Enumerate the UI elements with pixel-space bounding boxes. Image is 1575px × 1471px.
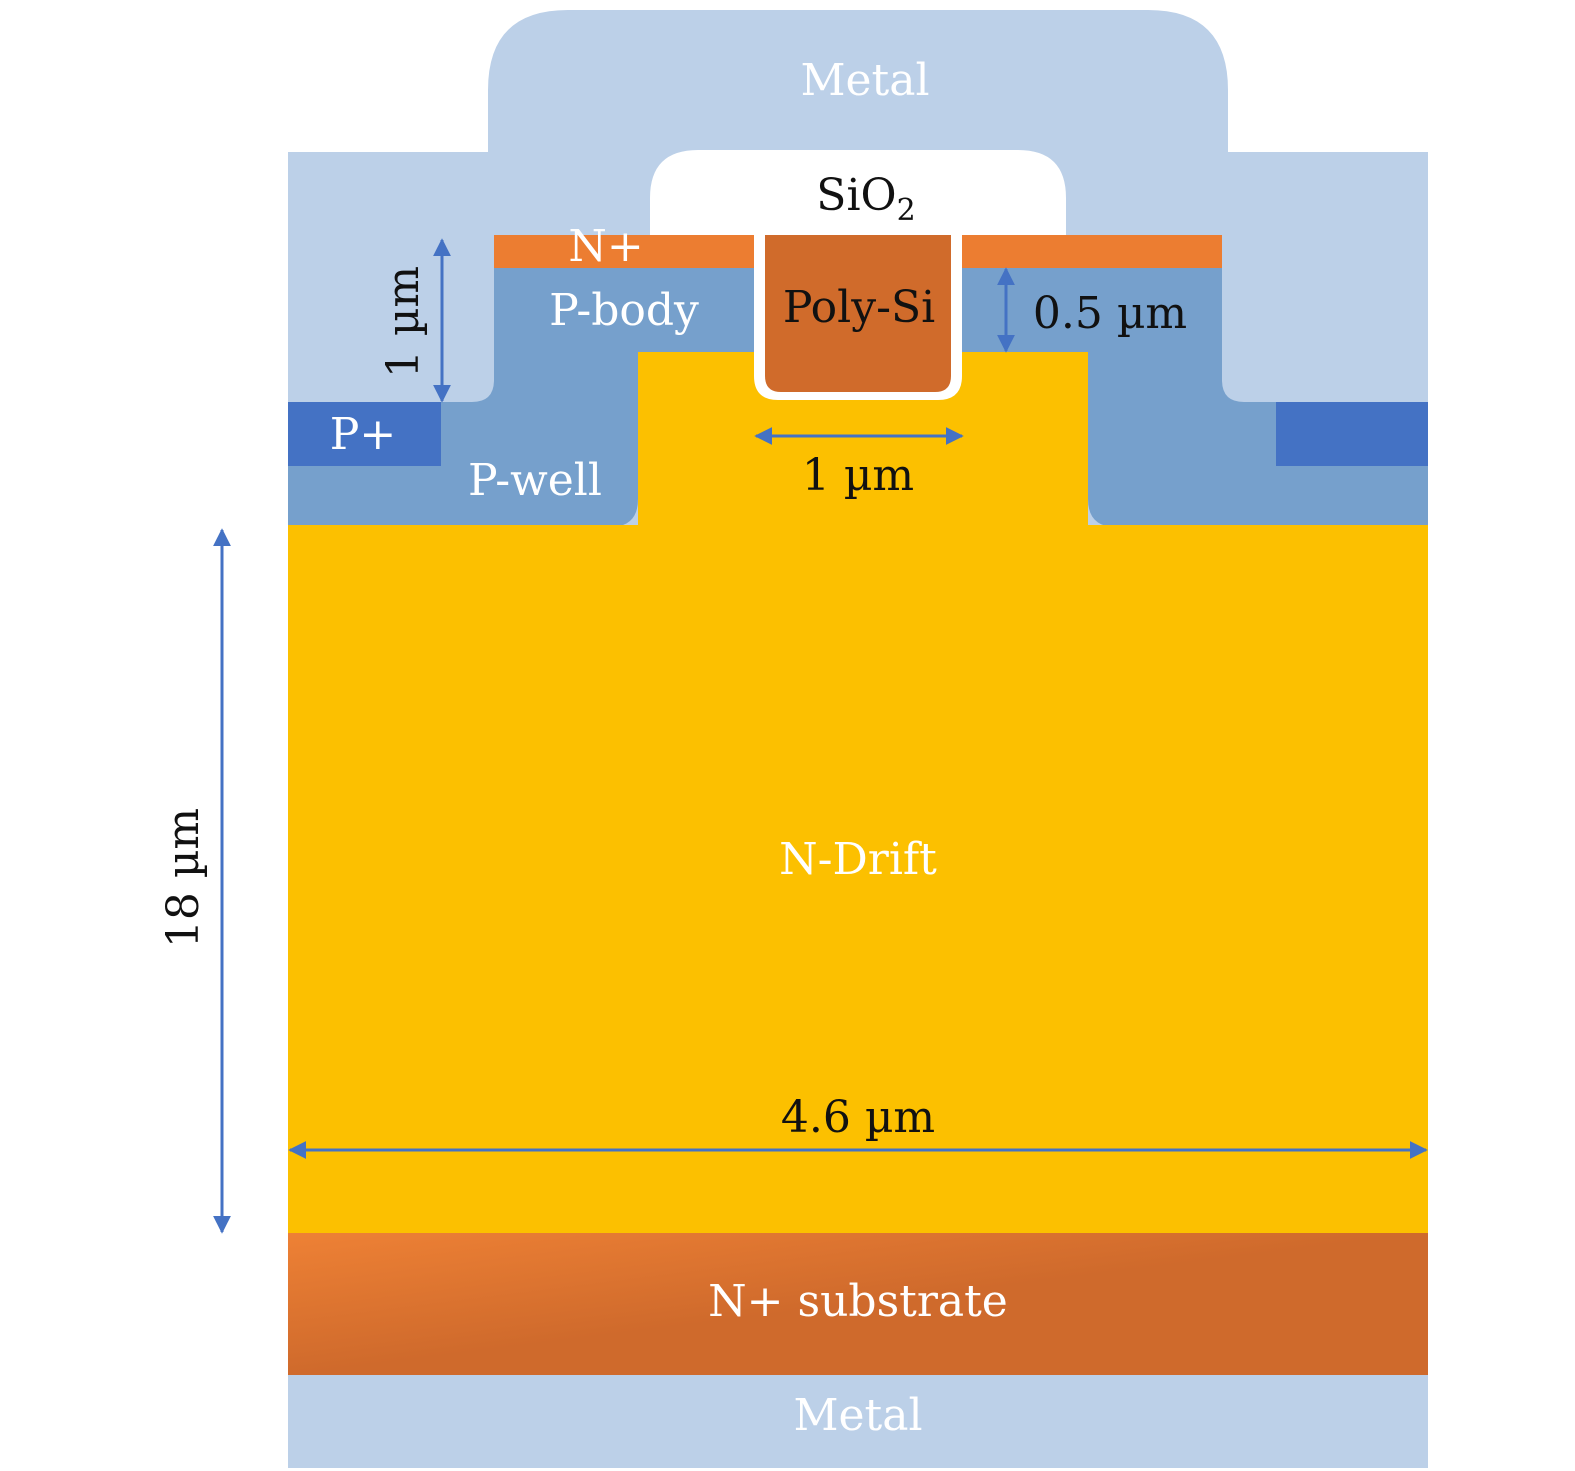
label-poly-si: Poly-Si: [783, 282, 935, 333]
label-n-plus-substrate: N+ substrate: [708, 1276, 1008, 1327]
label-sio2-subscript: 2: [897, 193, 916, 228]
p-well-region: [288, 268, 1428, 527]
dim-cell-width: 4.6 µm: [781, 1092, 935, 1143]
dim-p-body-depth: 1 µm: [378, 266, 429, 378]
p-plus-right: [1276, 402, 1428, 466]
label-p-well: P-well: [468, 455, 602, 506]
label-sio2-main: SiO: [816, 170, 896, 221]
label-n-drift: N-Drift: [779, 834, 937, 885]
label-bottom-metal: Metal: [793, 1390, 922, 1441]
n-plus-substrate: [288, 1233, 1428, 1375]
n-drift-region: [288, 525, 1428, 1233]
poly-si-gate: [765, 235, 951, 392]
label-p-body: P-body: [549, 285, 699, 336]
p-plus-left: [288, 402, 441, 466]
n-plus-source-left: [494, 235, 757, 268]
label-p-plus: P+: [330, 409, 396, 460]
label-n-plus: N+: [568, 221, 643, 272]
n-plus-source-right: [957, 235, 1222, 268]
dim-trench-width: 1 µm: [802, 450, 914, 501]
dim-channel: 0.5 µm: [1033, 288, 1187, 339]
label-sio2: SiO2: [816, 170, 915, 228]
label-top-metal: Metal: [800, 55, 929, 106]
dim-drift-thickness: 18 µm: [158, 808, 209, 948]
bottom-metal-region: [288, 1375, 1428, 1468]
